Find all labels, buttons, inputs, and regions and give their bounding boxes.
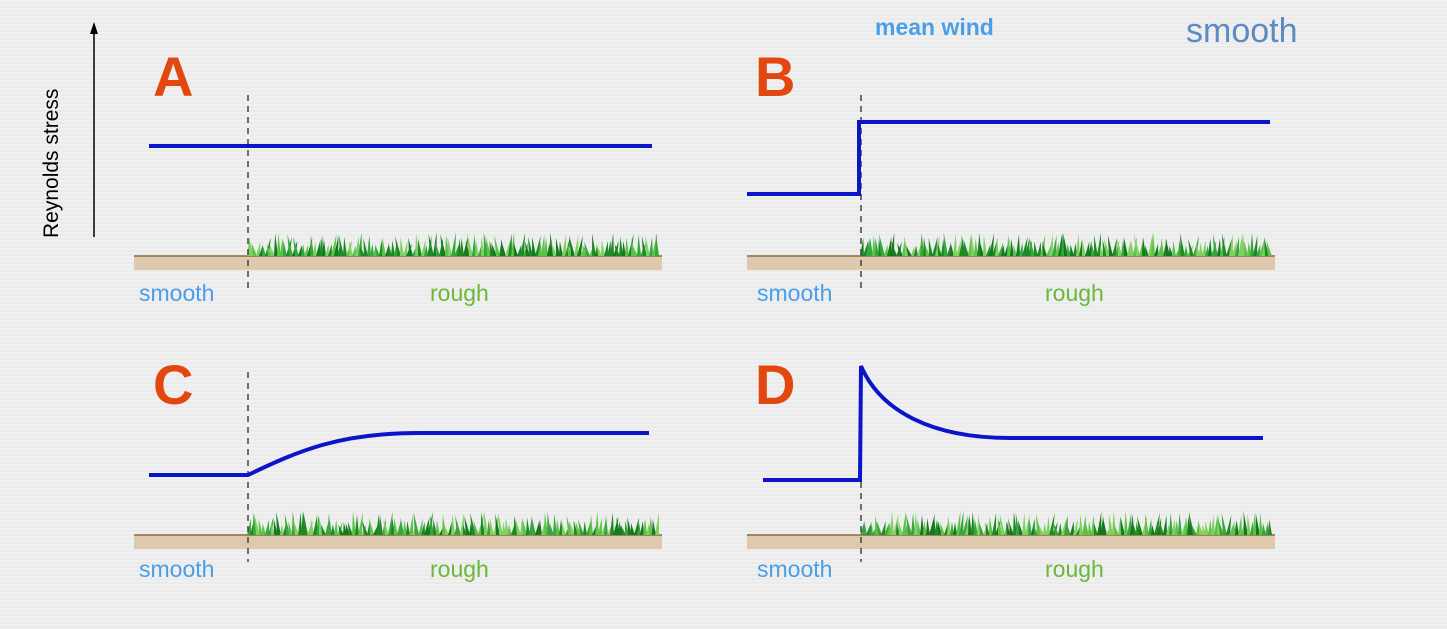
rough-label-c: rough	[430, 556, 489, 582]
smooth-label-a: smooth	[139, 280, 215, 306]
rough-label-b: rough	[1045, 280, 1104, 306]
curve-c	[149, 431, 649, 477]
grass-a	[247, 232, 659, 256]
panel-label-b: B	[755, 45, 796, 108]
panel-label-a: A	[153, 45, 194, 108]
ground-strip-c	[134, 535, 662, 549]
smooth-label-c: smooth	[139, 556, 215, 582]
grass-b	[860, 232, 1272, 256]
ground-strip-a	[134, 256, 662, 270]
y-axis-arrow	[90, 22, 98, 237]
ground-strip-b	[747, 256, 1275, 270]
rough-label-d: rough	[1045, 556, 1104, 582]
panel-label-c: C	[153, 353, 194, 416]
ground-strip-d	[747, 535, 1275, 549]
smooth-label-b: smooth	[757, 280, 833, 306]
grass-d	[860, 511, 1272, 535]
panel-label-d: D	[755, 353, 796, 416]
rough-label-a: rough	[430, 280, 489, 306]
curve-d	[763, 365, 1263, 482]
mean-wind-label: mean wind	[875, 14, 994, 40]
grass-c	[247, 511, 659, 535]
smooth-header-label: smooth	[1186, 12, 1298, 50]
y-axis-label: Reynolds stress	[40, 88, 63, 238]
curve-b	[747, 120, 1270, 196]
smooth-label-d: smooth	[757, 556, 833, 582]
